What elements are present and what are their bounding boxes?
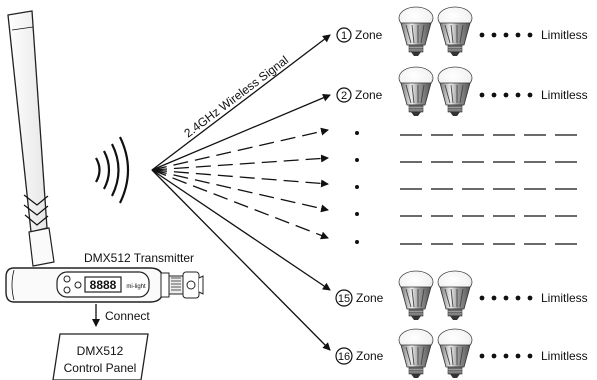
- control-panel-line1: DMX512: [77, 344, 124, 358]
- brand-logo: mi-light: [126, 284, 146, 290]
- connect-label: Connect: [105, 309, 150, 323]
- limitless-label: Limitless: [541, 291, 588, 305]
- zone-row-2: 2 Zone Limitless: [336, 66, 588, 117]
- zone-row-15: 15 Zone Limitless: [335, 270, 588, 321]
- wireless-signal-waves: [95, 136, 130, 204]
- ray-dashed: [151, 127, 329, 171]
- limitless-label: Limitless: [541, 28, 588, 42]
- antenna: [7, 10, 55, 267]
- ray-zone-16: [151, 169, 331, 351]
- zone-row-16: 16 Zone Limitless: [335, 328, 588, 379]
- wireless-signal-label: 2.4GHz Wireless Signal: [181, 53, 291, 140]
- zone-row-1: 1 Zone Limitless: [336, 6, 588, 57]
- ray-dashed: [151, 169, 329, 188]
- ray-dashed: [151, 154, 329, 171]
- ray-dashed: [151, 169, 329, 213]
- bulb-icon: [398, 270, 434, 321]
- zone-number: 2: [341, 90, 347, 102]
- placeholder-zone-rows: [355, 131, 580, 245]
- transmitter-title: DMX512 Transmitter: [84, 251, 194, 265]
- signal-rays: [151, 34, 331, 351]
- ray-zone-2: [151, 94, 331, 171]
- zone-number: 15: [338, 293, 350, 305]
- limitless-label: Limitless: [541, 88, 588, 102]
- zone-number: 16: [338, 351, 350, 363]
- bulb-icon: [437, 66, 473, 117]
- control-panel-line2: Control Panel: [64, 361, 137, 375]
- bulb-icon: [398, 66, 434, 117]
- ellipsis-dots: [479, 353, 533, 359]
- ellipsis-dots: [479, 295, 533, 301]
- bulb-icon: [437, 270, 473, 321]
- ray-zone-15: [151, 169, 331, 291]
- zone-number: 1: [341, 30, 347, 42]
- bulb-icon: [437, 6, 473, 57]
- zone-label: Zone: [355, 28, 383, 42]
- bulb-icon: [398, 6, 434, 57]
- transmitter-display-digits: 8888: [90, 278, 117, 292]
- ray-zone-1: [151, 34, 331, 171]
- control-panel-box: [52, 333, 149, 380]
- bulb-icon: [398, 328, 434, 379]
- zone-label: Zone: [356, 349, 384, 363]
- zone-number-badge: [335, 347, 353, 365]
- zone-label: Zone: [355, 88, 383, 102]
- zone-label: Zone: [356, 291, 384, 305]
- zone-number-badge: [336, 87, 352, 103]
- bulb-icon: [437, 328, 473, 379]
- zone-number-badge: [336, 27, 352, 43]
- ellipsis-dots: [479, 92, 533, 98]
- zone-number-badge: [335, 289, 353, 307]
- ray-dashed: [151, 169, 329, 240]
- ellipsis-dots: [479, 32, 533, 38]
- dmx512-transmitter: 8888 mi-light: [5, 267, 204, 303]
- limitless-label: Limitless: [541, 349, 588, 363]
